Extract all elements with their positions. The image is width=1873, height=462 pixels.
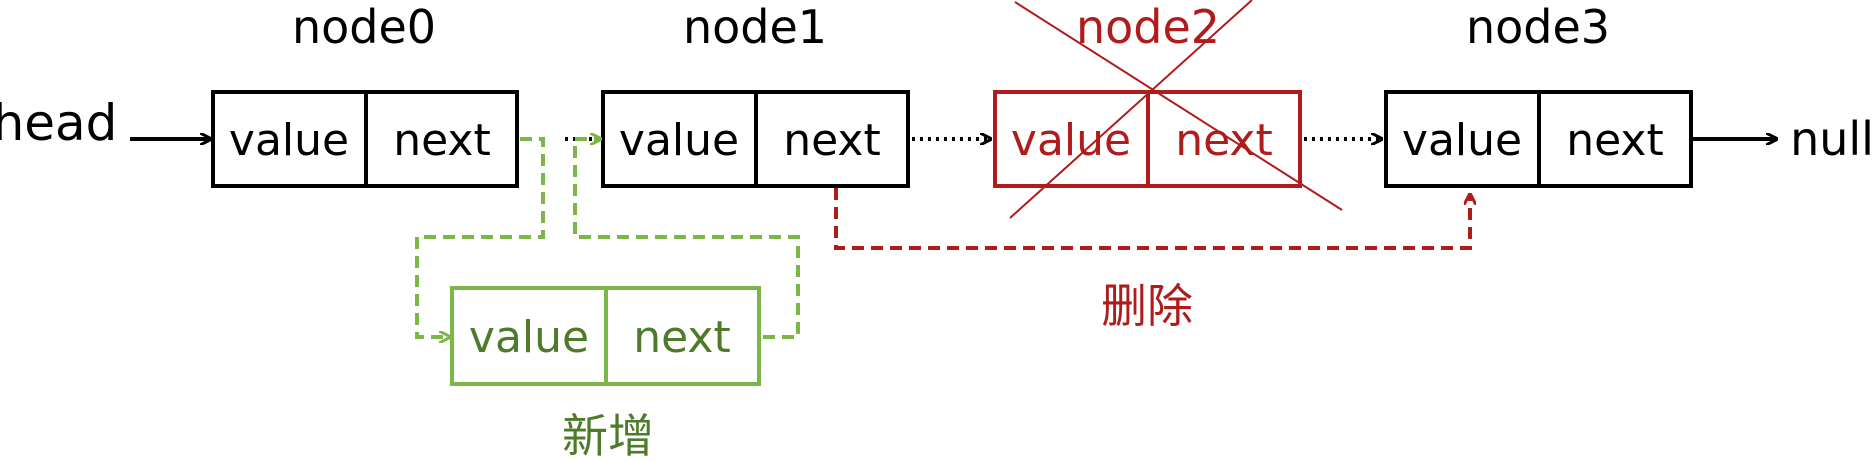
node3-next: next [1566,115,1663,166]
insert-label: 新增 [562,409,654,462]
node1-value: value [619,115,739,166]
node2-value: value [1011,115,1131,166]
head-label: head [0,94,117,152]
node2-cross-line-1 [1014,1,1343,211]
insert-path-out [573,139,800,339]
insert-path-in [415,137,545,337]
delete-bypass-path [834,188,1470,250]
node2-title: node2 [1076,0,1220,54]
node0-next: next [393,115,490,166]
new-node-next: next [633,312,730,363]
node3-value: value [1402,115,1522,166]
new-node-value: value [469,312,589,363]
node2-cross-line-2 [1009,0,1253,219]
null-label: null [1790,112,1873,166]
node3-title: node3 [1466,0,1610,54]
node0-title: node0 [292,0,436,54]
node2-next: next [1175,115,1272,166]
delete-label: 删除 [1101,279,1193,333]
node1-next: next [783,115,880,166]
node0-value: value [229,115,349,166]
node1-title: node1 [683,0,827,54]
